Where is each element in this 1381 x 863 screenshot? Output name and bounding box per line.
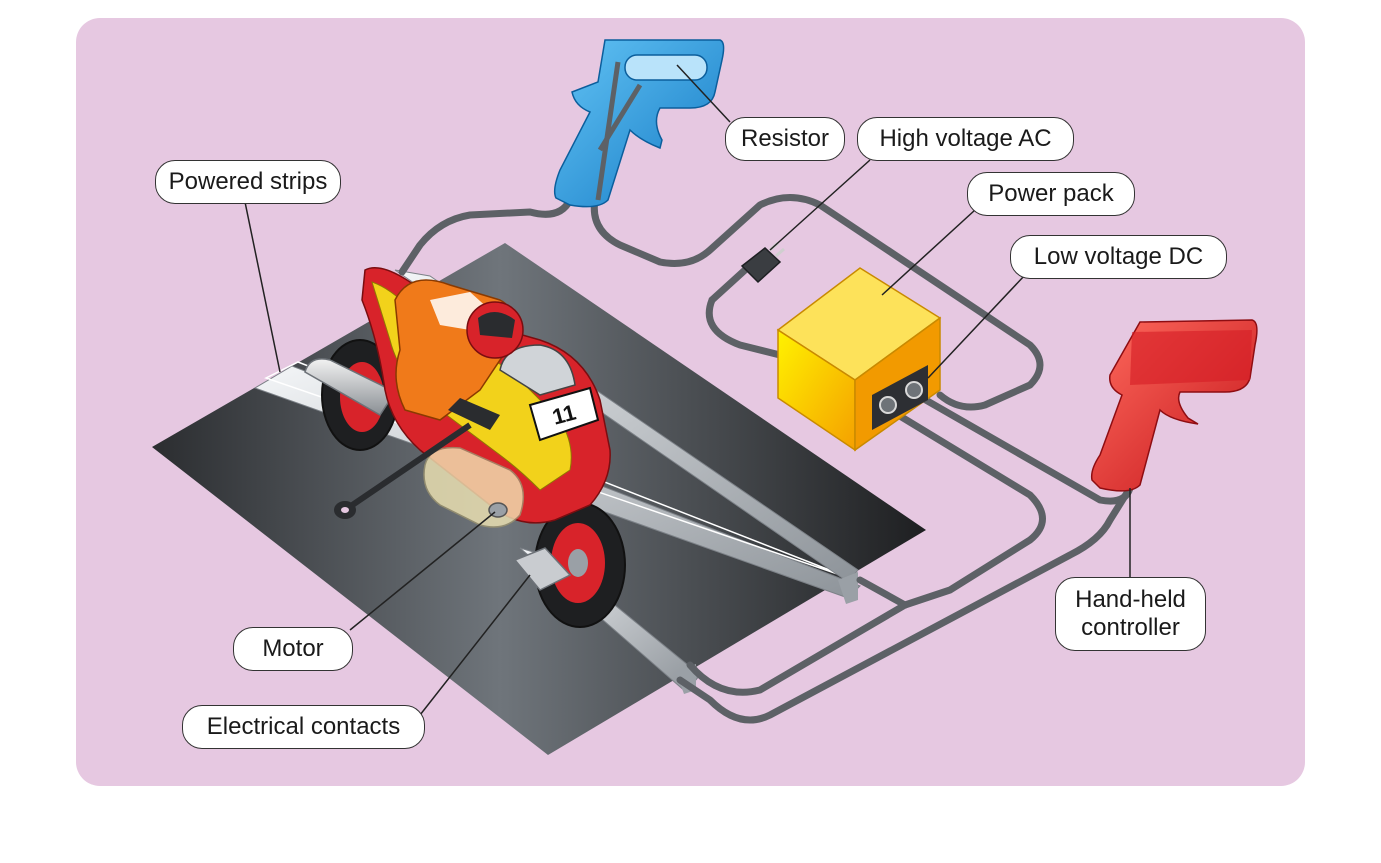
label-powered-strips: Powered strips — [155, 160, 341, 204]
power-pack — [776, 267, 942, 452]
label-electrical-contacts: Electrical contacts — [182, 705, 425, 749]
race-number-plate — [528, 386, 600, 442]
resistor-element — [624, 54, 708, 81]
motorbike: 11 — [304, 267, 626, 628]
blue-controller — [553, 39, 725, 208]
electrical-contacts — [513, 547, 572, 591]
red-controller — [1090, 319, 1258, 492]
label-resistor: Resistor — [725, 117, 845, 161]
leader-lines — [244, 64, 1131, 716]
label-motor: Motor — [233, 627, 353, 671]
label-high-voltage-ac: High voltage AC — [857, 117, 1074, 161]
label-hand-held-controller: Hand-held controller — [1055, 577, 1206, 651]
label-low-voltage-dc: Low voltage DC — [1010, 235, 1227, 279]
mains-plug — [708, 241, 785, 304]
label-power-pack: Power pack — [967, 172, 1135, 216]
cables — [398, 156, 1134, 724]
